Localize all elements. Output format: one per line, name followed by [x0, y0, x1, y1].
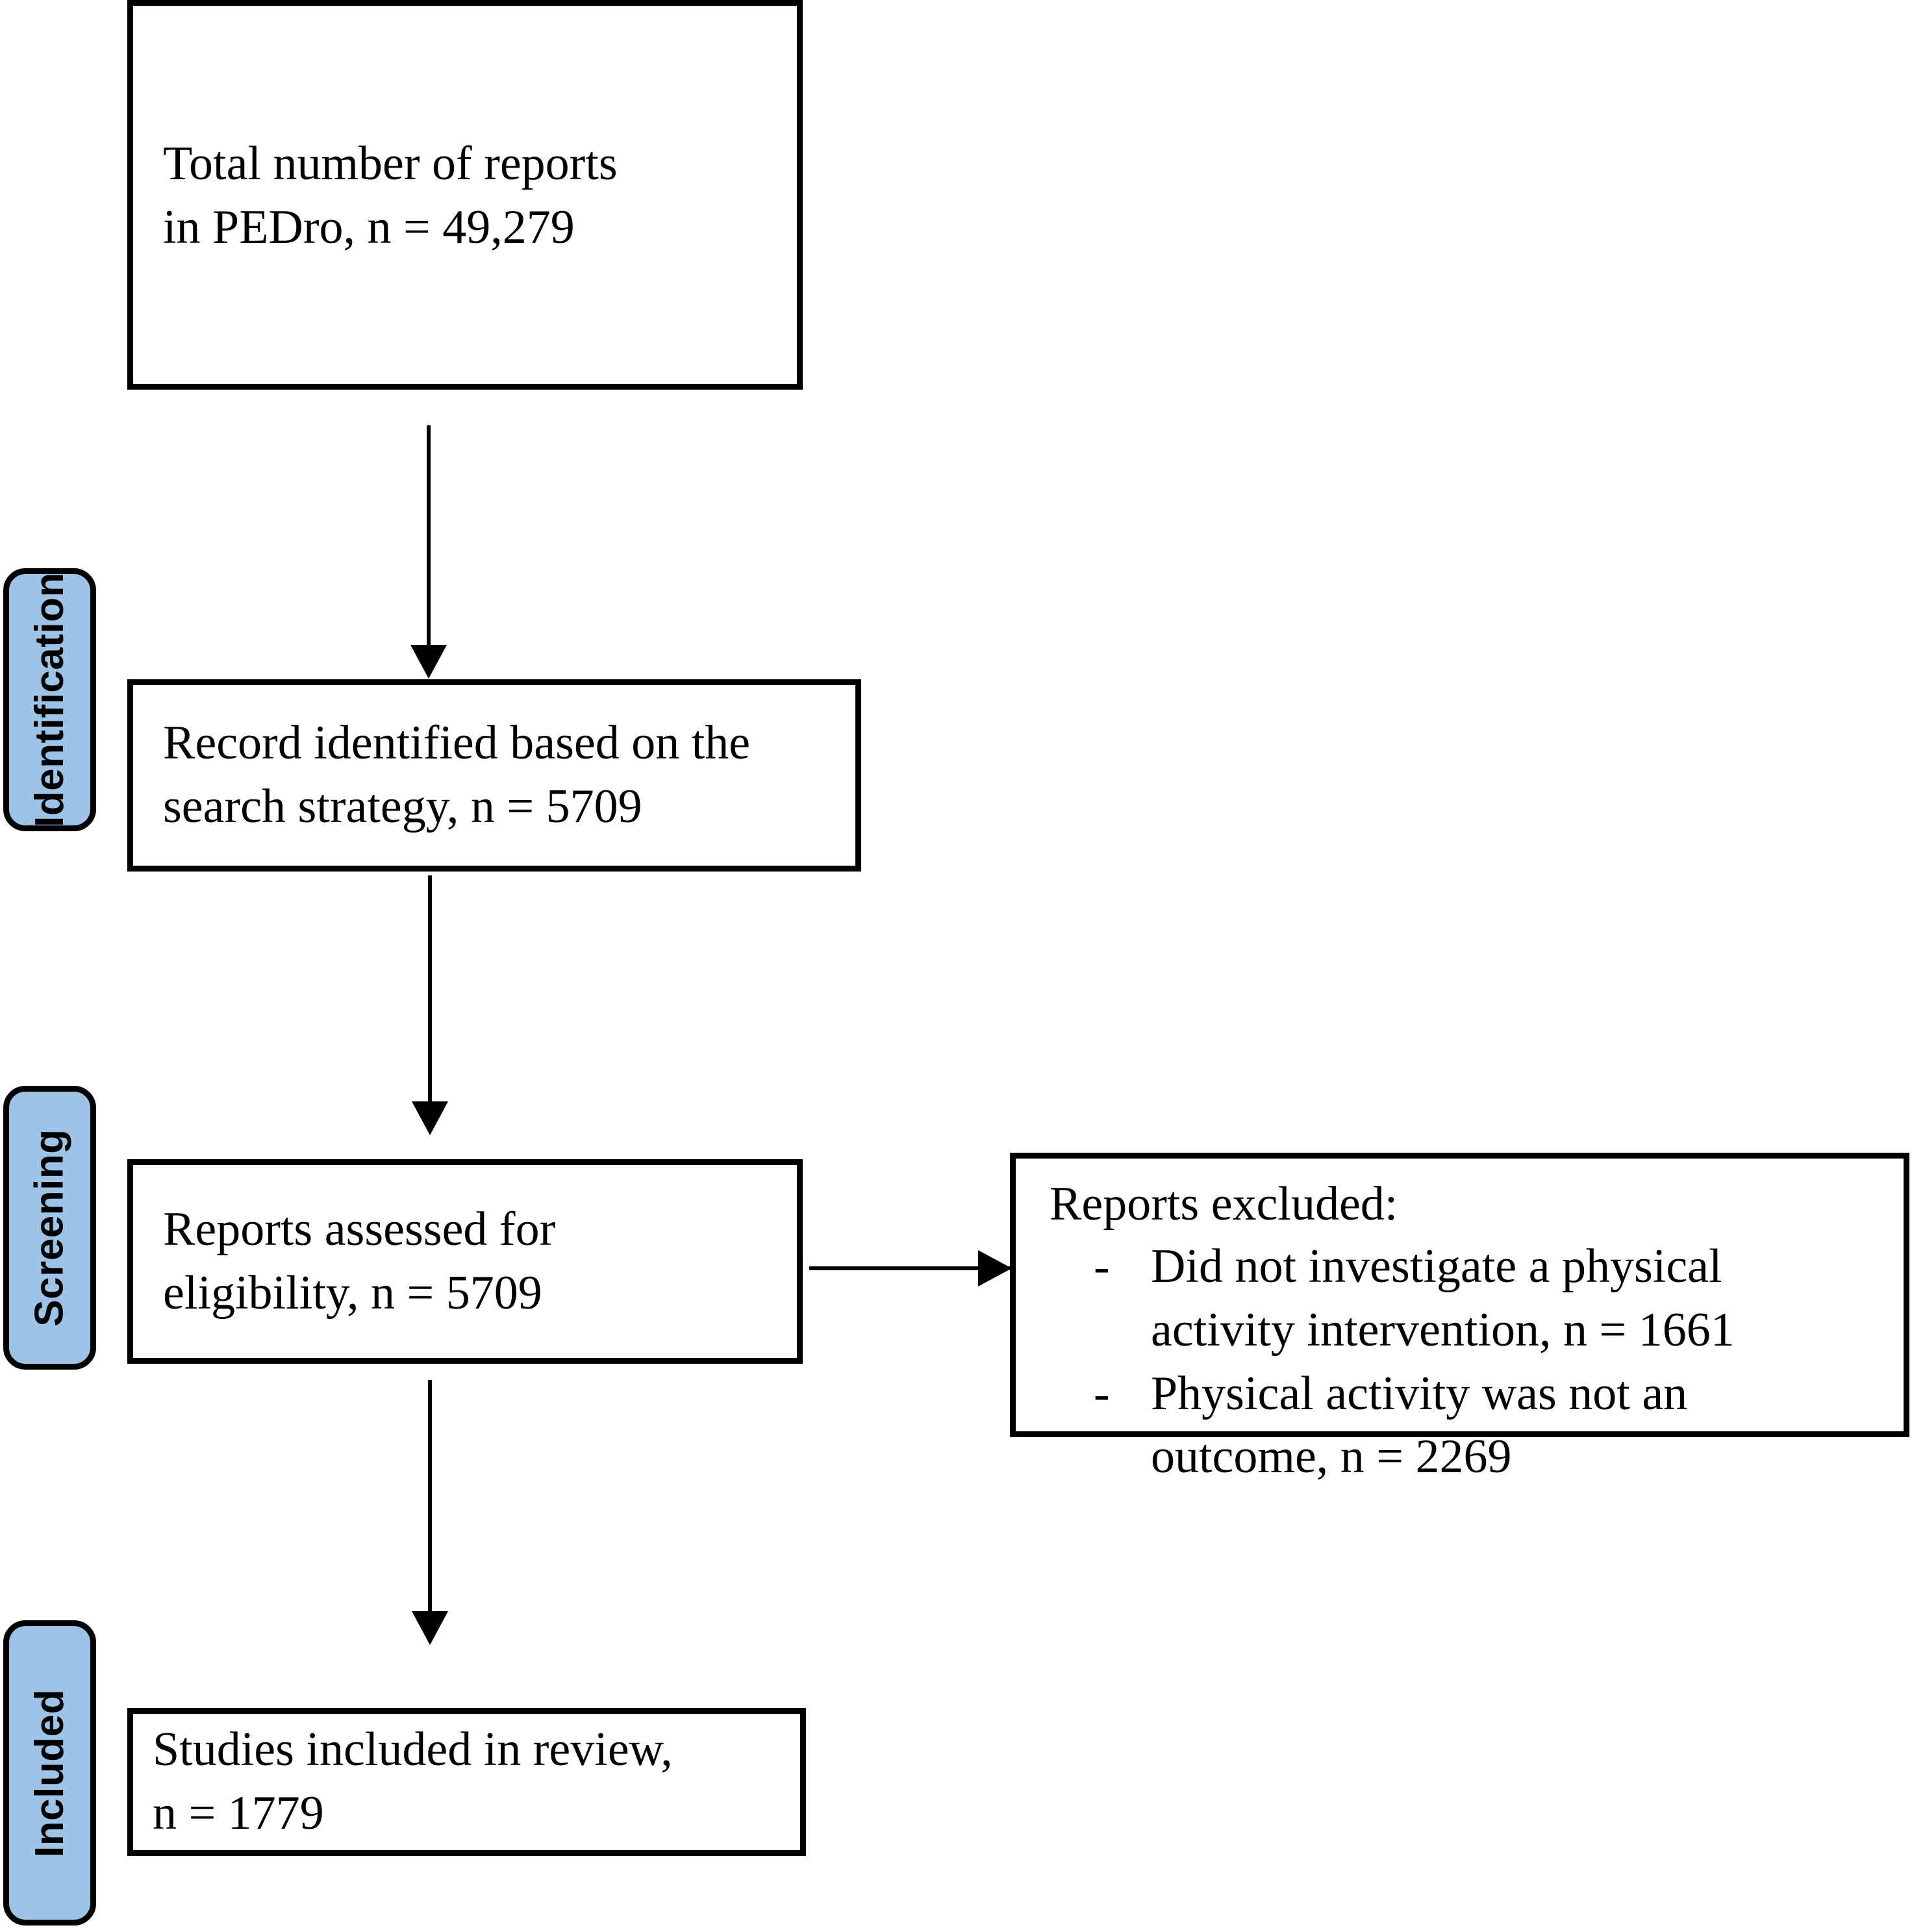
excluded-reason-text: Physical activity was not an outcome, n … [1151, 1366, 1688, 1484]
box-reports-excluded-heading: Reports excluded: [1050, 1177, 1398, 1231]
arrow-stem [428, 875, 432, 1101]
arrow-assessed-to-included [412, 1380, 448, 1645]
stage-label-identification: Identification [3, 568, 96, 831]
stage-label-included: Included [3, 1620, 96, 1926]
box-reports-assessed: Reports assessed for eligibility, n = 57… [127, 1159, 803, 1364]
arrow-stem [427, 425, 431, 645]
stage-label-included-text: Included [27, 1688, 72, 1857]
excluded-reasons-list: - Did not investigate a physical activit… [1016, 1235, 1904, 1489]
stage-label-identification-text: Identification [27, 572, 72, 827]
excluded-reason-item: - Physical activity was not an outcome, … [1016, 1362, 1904, 1489]
box-records-identified: Record identified based on the search st… [127, 679, 861, 872]
arrow-stem [428, 1380, 432, 1611]
box-studies-included-text: Studies included in review, n = 1779 [153, 1723, 673, 1840]
box-studies-included: Studies included in review, n = 1779 [127, 1708, 806, 1856]
arrow-assessed-to-excluded [809, 1250, 1012, 1286]
arrow-records-to-assessed [412, 875, 448, 1135]
arrow-head [410, 645, 447, 679]
box-total-reports: Total number of reports in PEDro, n = 49… [127, 0, 803, 390]
arrow-total-to-records [410, 425, 447, 679]
bullet-dash-icon: - [1094, 1240, 1110, 1294]
box-total-reports-text: Total number of reports in PEDro, n = 49… [163, 137, 618, 254]
box-reports-excluded: Reports excluded: - Did not investigate … [1010, 1153, 1909, 1483]
arrow-stem [809, 1266, 1012, 1270]
bullet-dash-icon: - [1094, 1366, 1110, 1420]
arrow-head [412, 1101, 448, 1135]
stage-label-screening: Screening [3, 1086, 96, 1370]
arrow-head [978, 1250, 1012, 1286]
box-records-identified-text: Record identified based on the search st… [163, 716, 751, 833]
arrow-head [412, 1611, 448, 1645]
stage-label-screening-text: Screening [27, 1129, 72, 1327]
excluded-reason-item: - Did not investigate a physical activit… [1016, 1235, 1904, 1362]
box-reports-assessed-text: Reports assessed for eligibility, n = 57… [163, 1202, 556, 1320]
excluded-reason-text: Did not investigate a physical activity … [1151, 1240, 1735, 1357]
